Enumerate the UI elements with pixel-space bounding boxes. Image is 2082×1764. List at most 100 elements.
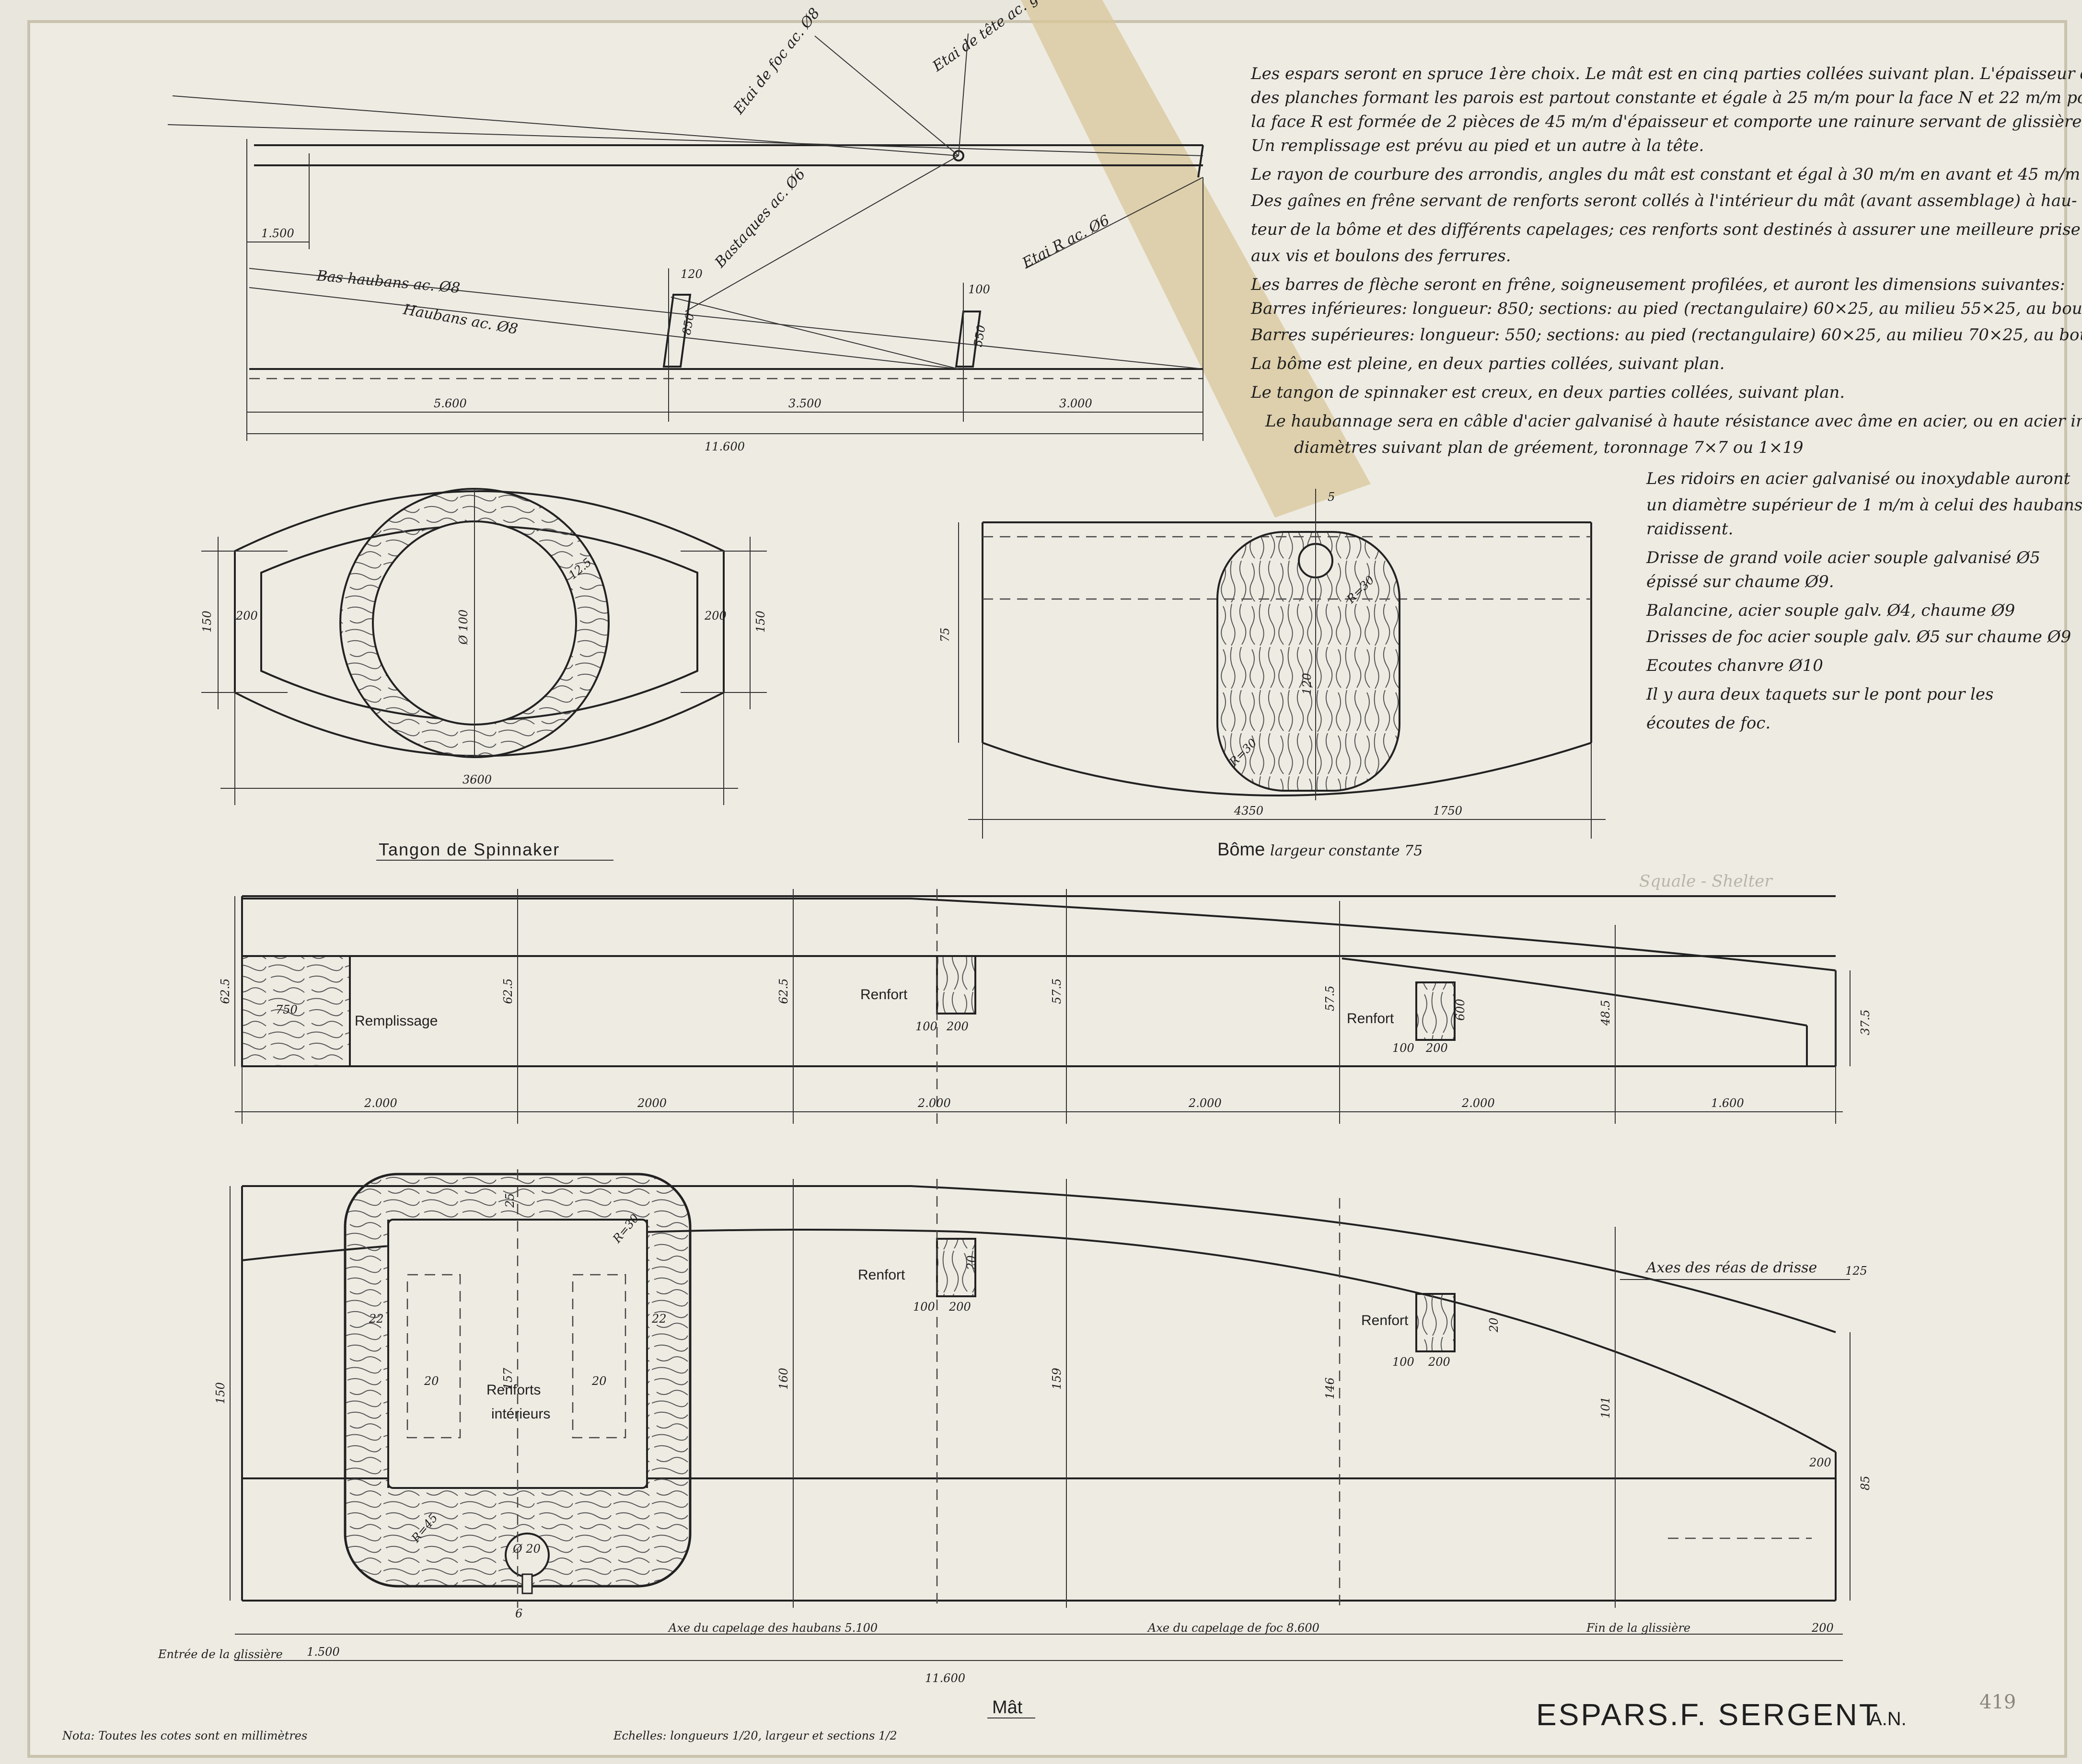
dimension-text: 100	[915, 1020, 937, 1033]
dimension-text: 2.000	[364, 1096, 397, 1110]
dimension-text: 120	[681, 267, 703, 281]
dimension-text: 62.5	[501, 979, 515, 1004]
axe-label: Axe du capelage des haubans 5.100	[668, 1621, 878, 1635]
dimension-text: 600	[1454, 999, 1467, 1021]
dimension-text: 100	[968, 283, 990, 296]
interieurs-label: intérieurs	[491, 1406, 550, 1422]
axe-label: Axe du capelage de foc 8.600	[1147, 1621, 1319, 1635]
dimension-text: 85	[1859, 1476, 1872, 1490]
note-line: La bôme est pleine, en deux parties coll…	[1250, 354, 1724, 373]
bome-subtitle: largeur constante 75	[1270, 842, 1423, 859]
note-line: Les ridoirs en acier galvanisé ou inoxyd…	[1646, 469, 2070, 488]
note-line: écoutes de foc.	[1646, 714, 1770, 733]
dimension-text: 150	[214, 1382, 227, 1404]
adhesive-tape-strip	[1021, 0, 1371, 518]
dimension-text: 2.000	[917, 1096, 951, 1110]
entree-label: Entrée de la glissière	[158, 1648, 283, 1661]
upper-spreader	[955, 311, 982, 368]
note-line: des planches formant les parois est part…	[1251, 88, 2082, 107]
renfort-label: Renfort	[860, 987, 908, 1003]
note-line: Barres inférieures: longueur: 850; secti…	[1250, 299, 2082, 318]
dimension-text: 2.000	[1461, 1096, 1495, 1110]
drawing-author: F. SERGENT	[1680, 1697, 1880, 1732]
dimension-text: 1.600	[1711, 1096, 1744, 1110]
note-line: aux vis et boulons des ferrures.	[1251, 246, 1511, 265]
dimension-text: 1.500	[261, 227, 294, 240]
dimension-text: 2.000	[1188, 1096, 1222, 1110]
dimension-text: 20	[965, 1255, 978, 1270]
dimension-text: 100	[913, 1300, 935, 1314]
dimension-text: 200	[946, 1020, 969, 1033]
dimension-text: 1.500	[307, 1645, 340, 1659]
mast-groove-slot	[521, 1573, 533, 1594]
drawing-title: ESPARS.	[1536, 1697, 1680, 1732]
interior-reinforcement	[572, 1274, 626, 1439]
dimension-text: 48.5	[1599, 1000, 1612, 1026]
dimension-text: 5	[1328, 490, 1335, 504]
axes-label: Axes des réas de drisse	[1645, 1259, 1817, 1276]
mast-title: Mât	[992, 1697, 1023, 1718]
dimension-text: 157	[501, 1367, 515, 1390]
lower-spreader	[662, 294, 692, 368]
note-line: Il y aura deux taquets sur le pont pour …	[1646, 685, 1993, 704]
title-block: Nota: Toutes les cotes sont en millimètr…	[62, 1691, 2016, 1742]
dimension-text: 101	[1599, 1396, 1612, 1418]
dimension-text: 6	[515, 1607, 522, 1620]
mast-profile-tip	[1197, 145, 1204, 178]
note-line: diamètres suivant plan de gréement, toro…	[1294, 438, 1803, 457]
dimension-text: 3600	[463, 773, 492, 786]
dimension-text: 11.600	[705, 440, 745, 453]
nota-text: Nota: Toutes les cotes sont en millimètr…	[62, 1729, 307, 1742]
dimension-text: 200	[235, 609, 258, 623]
renfort-block	[1415, 981, 1456, 1041]
tangon-section: 150 150 200 200 Ø 100 12.5 3600 Tangon d…	[200, 488, 767, 861]
note-line: Balancine, acier souple galv. Ø4, chaume…	[1646, 601, 2015, 620]
specification-notes: Les espars seront en spruce 1ère choix. …	[1250, 64, 2082, 733]
dimension-text: 200	[1811, 1621, 1834, 1635]
note-line: la face R est formée de 2 pièces de 45 m…	[1251, 112, 2082, 131]
dimension-text: 25	[503, 1193, 517, 1208]
stay-line	[958, 33, 969, 156]
note-line: Barres supérieures: longueur: 550; secti…	[1250, 325, 2082, 345]
bome-wood-section	[1216, 531, 1400, 792]
note-line: Le rayon de courbure des arrondis, angle…	[1250, 165, 2082, 184]
dimension-text: 200	[704, 609, 727, 623]
stay-line	[167, 124, 1203, 156]
note-line: Le haubannage sera en câble d'acier galv…	[1265, 412, 2082, 431]
dimension-text: 1750	[1433, 804, 1462, 818]
note-line: raidissent.	[1646, 519, 1733, 539]
dimension-text: 20	[1487, 1317, 1501, 1333]
dimension-text: Ø 20	[512, 1542, 541, 1556]
note-line: Un remplissage est prévu au pied et un a…	[1251, 136, 1704, 155]
dimension-text: 22	[369, 1312, 384, 1326]
note-line: Drisses de foc acier souple galv. Ø5 sur…	[1646, 627, 2071, 646]
dimension-text: 159	[1050, 1368, 1064, 1390]
stay-line	[1025, 177, 1203, 269]
note-line: un diamètre supérieur de 1 m/m à celui d…	[1646, 496, 2082, 515]
mast-side-view: 62.5 62.5 62.5 57.5 57.5 48.5 37.5 750 R…	[219, 889, 1872, 1124]
dimension-text: 75	[938, 627, 952, 642]
renforts-label: Renforts	[486, 1382, 541, 1398]
echelles-text: Echelles: longueurs 1/20, largeur et sec…	[613, 1729, 897, 1742]
bome-section: 5 75 R=30 R=30 120 4350 1750 Bôme largeu…	[938, 489, 1606, 860]
renfort-block	[936, 955, 976, 1015]
dimension-text: 125	[1845, 1264, 1867, 1278]
note-line: Des gaînes en frêne servant de renforts …	[1250, 191, 2077, 210]
bome-title: Bôme	[1217, 840, 1265, 860]
drawing-number: 419	[1979, 1691, 2016, 1713]
renfort-block	[936, 1238, 976, 1297]
renfort-block	[1415, 1293, 1456, 1352]
dimension-text: 200	[1428, 1355, 1450, 1369]
dimension-text: 120	[1300, 673, 1314, 695]
fin-label: Fin de la glissière	[1586, 1621, 1690, 1635]
dimension-text: 200	[1809, 1456, 1831, 1469]
dimension-text: 200	[1425, 1041, 1448, 1055]
dimension-text: 100	[1392, 1355, 1414, 1369]
dimension-text: 57.5	[1323, 986, 1337, 1011]
note-line: Drisse de grand voile acier souple galva…	[1646, 548, 2040, 567]
dimension-text: 62.5	[219, 979, 232, 1004]
mast-side-inner-curve	[1342, 957, 1807, 1026]
dimension-text: 3.500	[788, 397, 821, 410]
dimension-text: 150	[754, 611, 767, 633]
